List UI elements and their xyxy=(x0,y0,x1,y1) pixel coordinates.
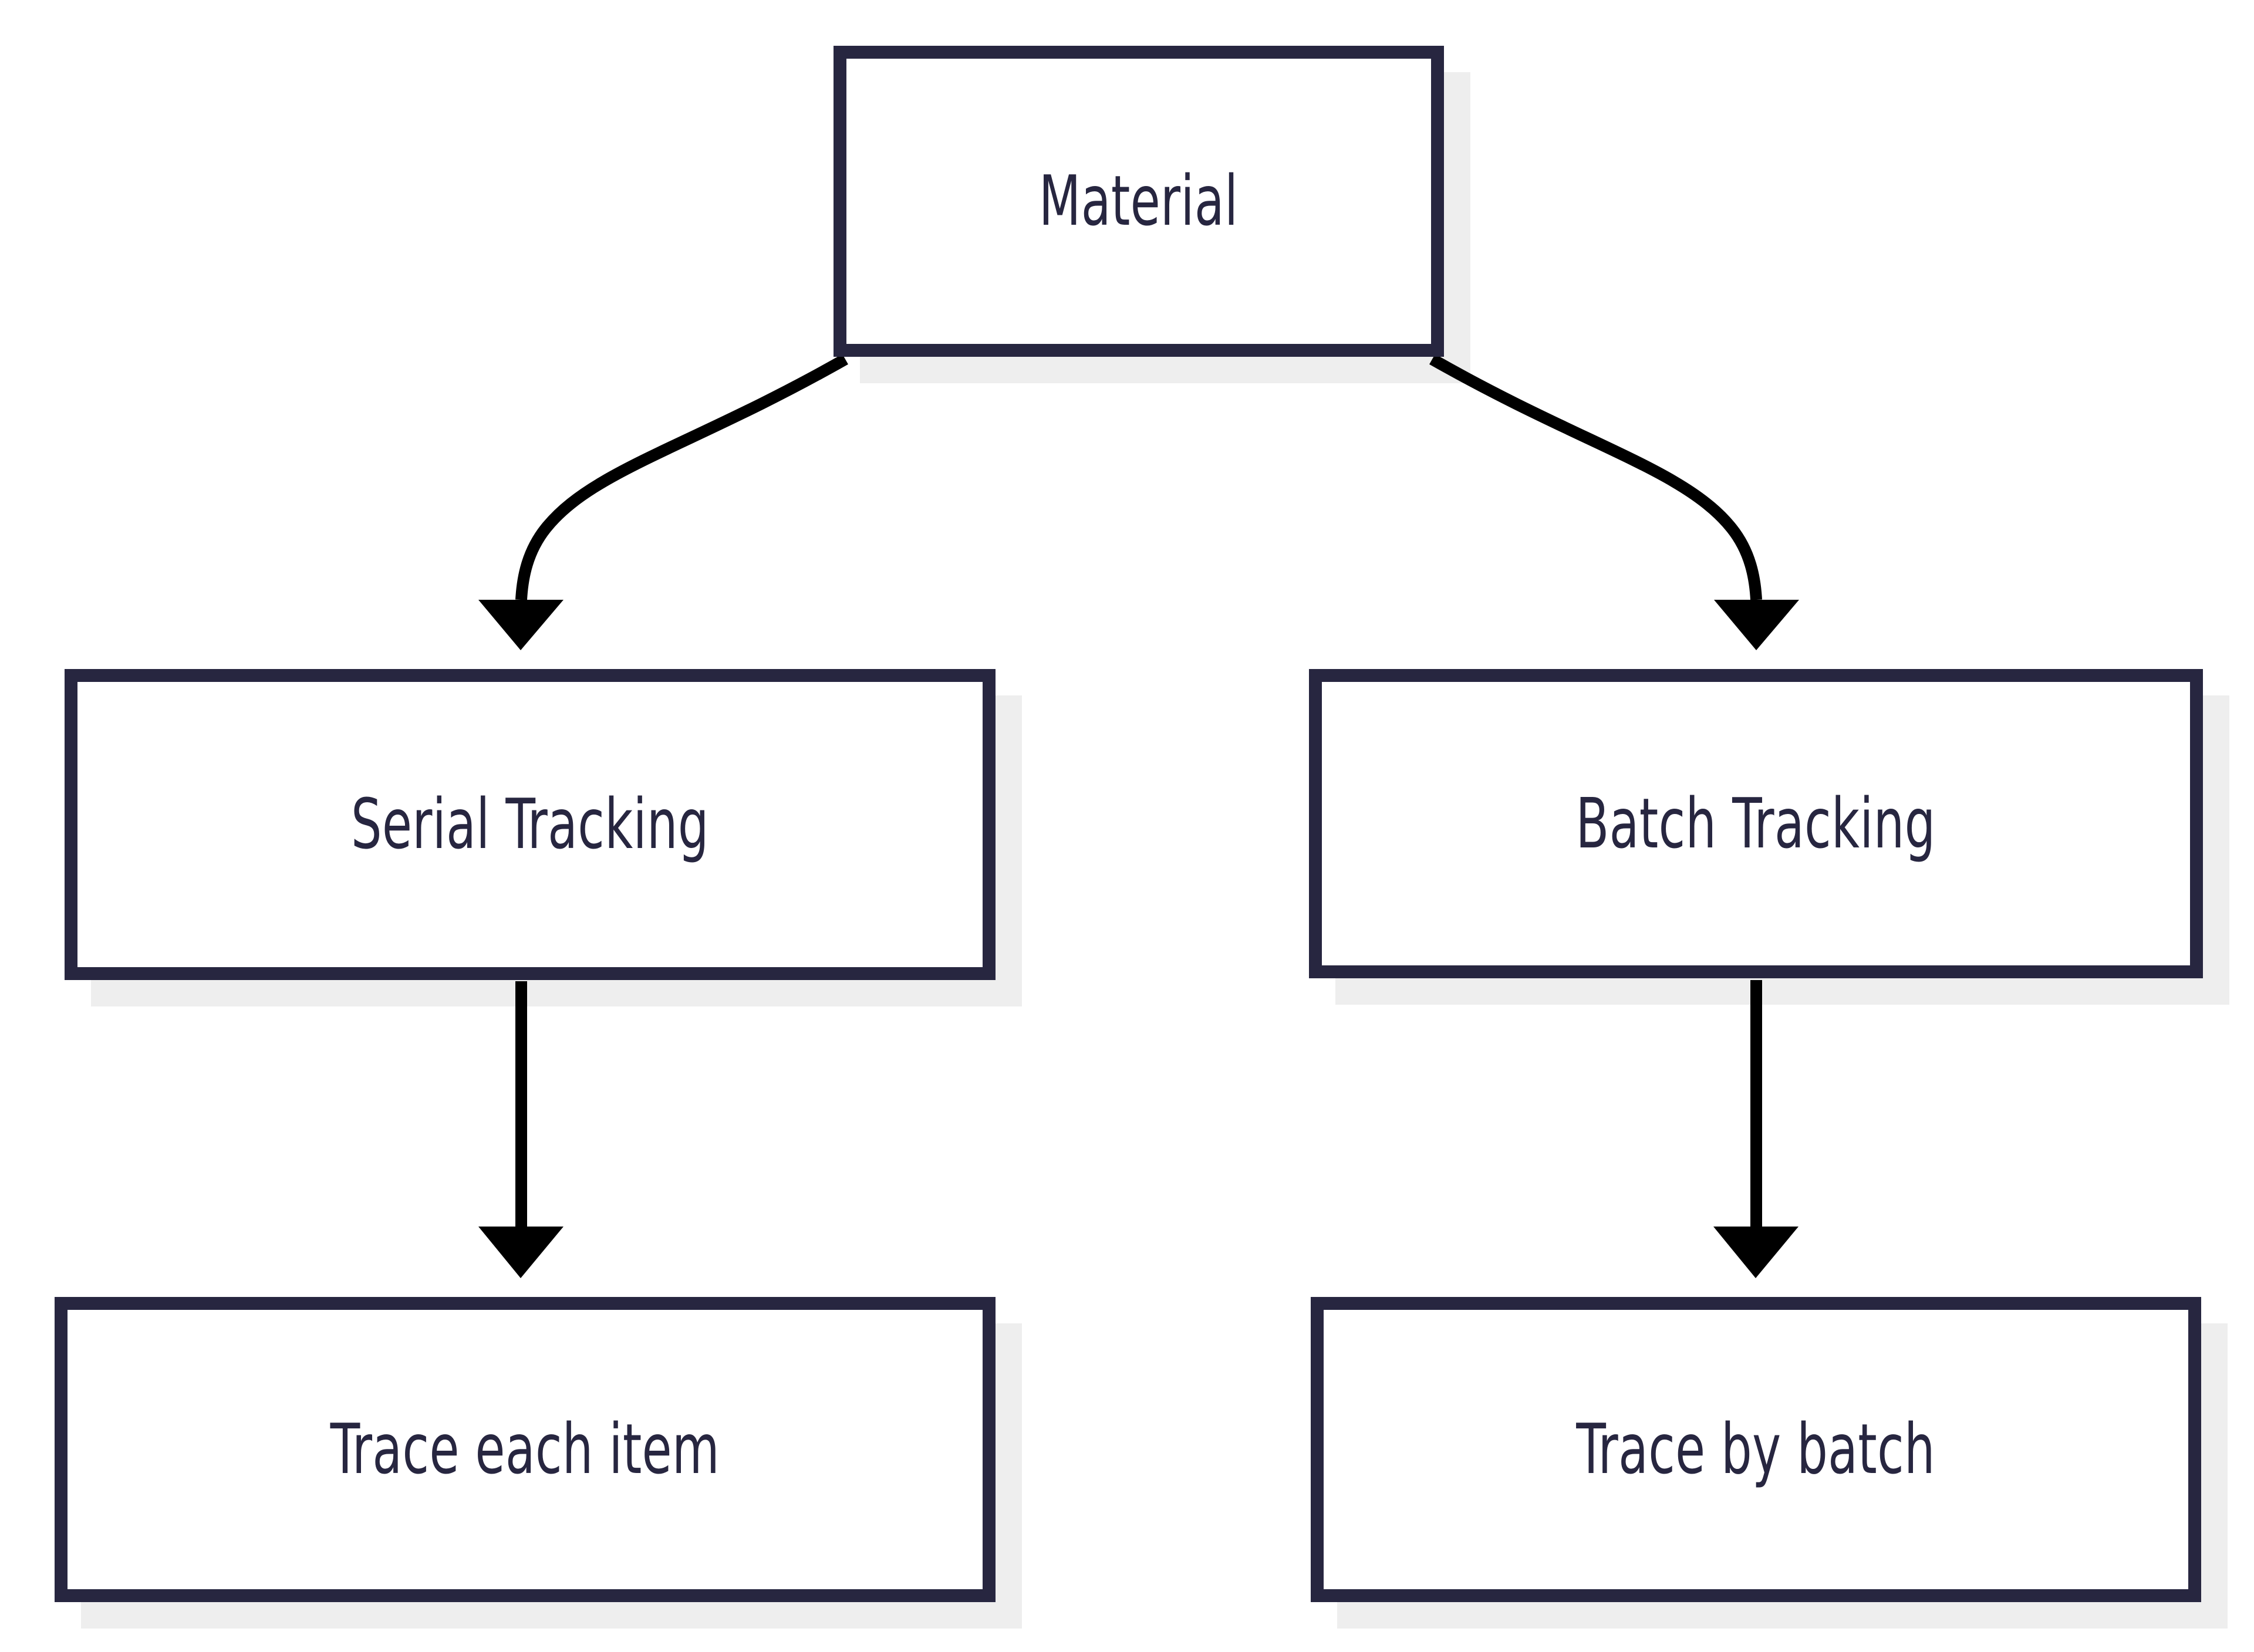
node-trace-each-item[interactable]: Trace each item xyxy=(55,1297,996,1602)
node-batch-tracking[interactable]: Batch Tracking xyxy=(1309,669,2203,978)
node-label-trace-by-batch: Trace by batch xyxy=(1576,1408,1936,1490)
node-label-batch-tracking: Batch Tracking xyxy=(1575,782,1936,864)
arrowhead-material-to-batch-tracking xyxy=(1714,600,1799,650)
node-label-material: Material xyxy=(1039,160,1239,242)
node-material[interactable]: Material xyxy=(834,46,1444,357)
node-label-serial-tracking: Serial Tracking xyxy=(351,783,709,865)
node-trace-by-batch[interactable]: Trace by batch xyxy=(1311,1297,2201,1602)
node-serial-tracking[interactable]: Serial Tracking xyxy=(65,669,996,980)
arrowhead-serial-tracking-to-trace-item xyxy=(478,1227,564,1278)
node-label-trace-each-item: Trace each item xyxy=(330,1408,720,1490)
arrowhead-material-to-serial-tracking xyxy=(478,600,564,650)
edge-material-to-batch-tracking xyxy=(1429,354,1762,600)
edge-material-to-serial-tracking xyxy=(515,354,848,600)
arrowhead-batch-tracking-to-trace-batch xyxy=(1713,1227,1799,1278)
